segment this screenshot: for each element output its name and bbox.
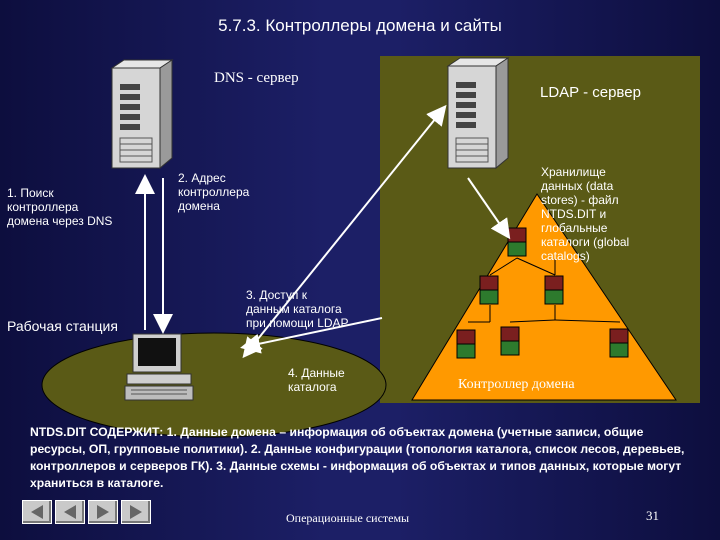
domain-controller-label: Контроллер домена: [458, 377, 575, 392]
dns-server-icon: [110, 59, 174, 170]
tree-node: [456, 329, 476, 359]
nav-prev-button[interactable]: [55, 500, 85, 524]
ldap-server-icon: [446, 57, 510, 170]
store-pointer-arrow: [467, 177, 511, 240]
tree-node: [544, 275, 564, 305]
ldap-access-label: 3. Доступ к данным каталога при помощи L…: [246, 288, 349, 330]
nav-first-icon: [31, 505, 43, 519]
tree-node: [479, 275, 499, 305]
dns-search-label: 1. Поиск контроллера домена через DNS: [7, 186, 113, 228]
dns-server-label: DNS - сервер: [214, 70, 299, 86]
nav-next-button[interactable]: [88, 500, 118, 524]
catalog-data-arrow: [240, 317, 383, 354]
workstation-site-ellipse: [41, 332, 387, 438]
tree-connectors: [468, 257, 621, 323]
footer-page-number: 31: [646, 508, 659, 523]
workstation-label: Рабочая станция: [7, 318, 118, 334]
ldap-access-arrow: [242, 104, 447, 359]
catalog-data-label: 4. Данные каталога: [288, 366, 345, 394]
nav-last-button[interactable]: [121, 500, 151, 524]
controller-address-label: 2. Адрес контроллера домена: [178, 171, 250, 213]
ntds-description: NTDS.DIT СОДЕРЖИТ: 1. Данные домена – ин…: [30, 425, 685, 490]
ldap-server-label: LDAP - сервер: [540, 84, 641, 101]
tree-nodes: [456, 227, 629, 359]
data-store-label: Хранилище данных (data stores) - файл NT…: [541, 165, 630, 263]
nav-last-icon: [130, 505, 142, 519]
tree-node: [609, 328, 629, 358]
workstation-icon: [124, 333, 194, 401]
footer-course: Операционные системы: [286, 511, 410, 525]
nav-first-button[interactable]: [22, 500, 52, 524]
tree-node: [500, 326, 520, 356]
slide-title: 5.7.3. Контроллеры домена и сайты: [218, 16, 502, 35]
nav-prev-icon: [64, 505, 76, 519]
tree-node: [507, 227, 527, 257]
nav-next-icon: [97, 505, 109, 519]
